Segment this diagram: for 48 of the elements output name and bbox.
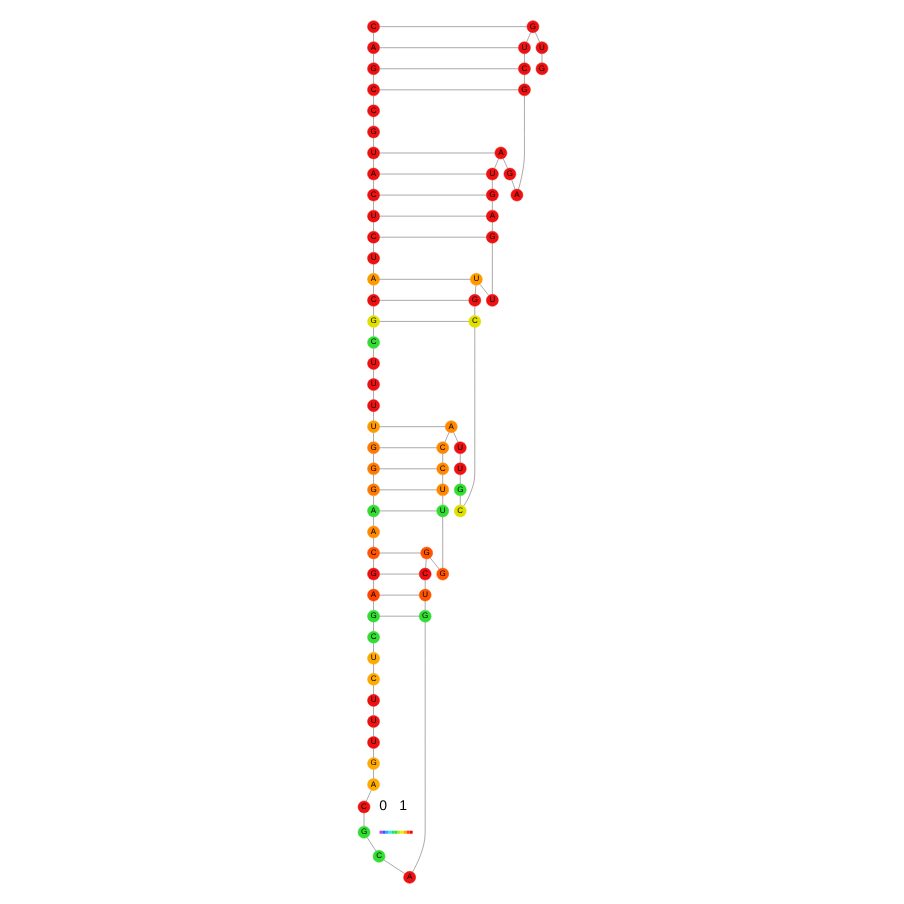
connector [382, 859, 405, 874]
connector [372, 748, 373, 758]
connector [462, 327, 475, 507]
connector [372, 643, 373, 653]
connector [372, 158, 373, 169]
connector [372, 264, 373, 274]
connector [372, 137, 373, 148]
connector [478, 284, 489, 296]
connector [502, 158, 507, 169]
connector [452, 432, 458, 443]
connector [372, 664, 373, 674]
connector [517, 95, 524, 190]
connector [372, 327, 373, 337]
connector [372, 411, 373, 421]
connector [372, 348, 373, 358]
connector [372, 95, 373, 105]
connector [372, 306, 373, 316]
connector [372, 727, 373, 737]
connector [429, 557, 439, 570]
connector [372, 243, 373, 253]
connector [372, 622, 373, 632]
connector [372, 474, 373, 484]
connector [372, 558, 373, 569]
connector [372, 53, 373, 63]
connector [372, 495, 373, 505]
connector [372, 180, 373, 190]
connector [411, 622, 425, 873]
connector [372, 769, 373, 779]
connector [372, 390, 373, 400]
connector [372, 116, 373, 127]
connector [372, 706, 373, 716]
connector [372, 453, 373, 463]
connector [534, 32, 539, 43]
connector [372, 32, 373, 42]
connector [372, 201, 373, 211]
connector [372, 516, 373, 527]
connector [365, 790, 371, 802]
connector [372, 537, 373, 548]
connector [372, 222, 373, 232]
connector [372, 74, 373, 84]
connector [474, 285, 476, 295]
connector [493, 158, 498, 169]
connector [372, 580, 373, 590]
connector [372, 369, 373, 379]
connector [372, 601, 373, 611]
connector [372, 432, 373, 442]
connector [372, 685, 373, 695]
connector [372, 285, 373, 295]
